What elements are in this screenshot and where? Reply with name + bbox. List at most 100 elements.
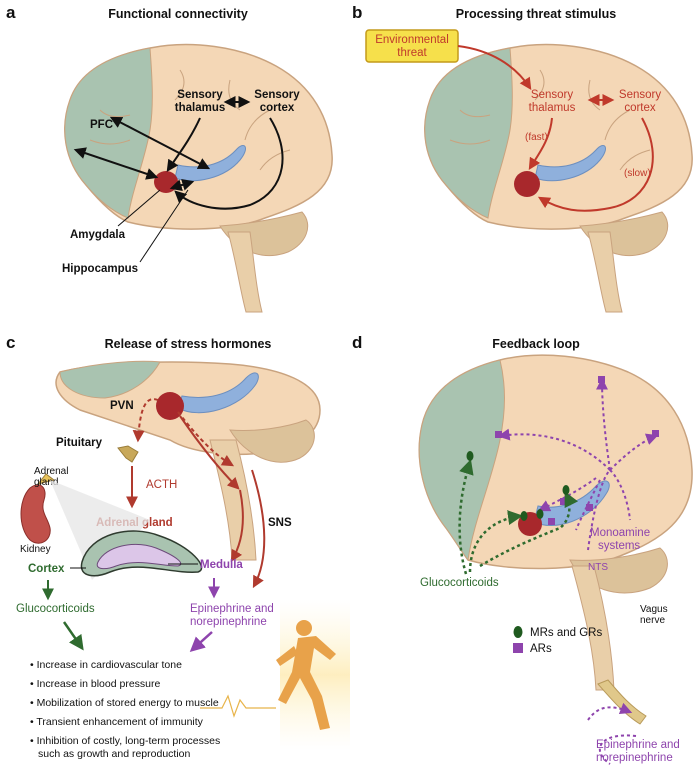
amygdala-shape-b (514, 171, 540, 197)
pvn-label: PVN (110, 400, 134, 412)
monoamine-to-hippocampus (575, 479, 601, 531)
mr-gr-marker (520, 511, 528, 521)
panel-a-letter: a (6, 3, 16, 22)
ar-marker (548, 518, 555, 525)
mr-gr-markers (466, 451, 570, 521)
sns-dashed-arrow-1 (177, 411, 235, 467)
amygdala-hippocampus-arrow (169, 179, 195, 191)
brain-b-illustration (424, 43, 693, 313)
zoom-callout (50, 480, 150, 580)
cortex-amygdala-arrow (174, 117, 284, 210)
environmental-threat-label-1: Environmental (375, 34, 449, 46)
amygdala-shape-c (156, 392, 184, 420)
threat-to-thalamus-arrow (457, 45, 532, 91)
panel-d-green-paths (458, 459, 579, 575)
kidney-label: Kidney (20, 544, 51, 555)
sns-arrow-1 (179, 415, 240, 490)
epinephrine-to-effects-arrow (189, 631, 213, 653)
panel-b-arrows (457, 45, 654, 212)
slow-path-arrow (537, 117, 654, 212)
effect-item-2: • Increase in blood pressure (30, 678, 160, 690)
d-epinephrine-label-2: norepinephrine (596, 752, 673, 764)
panel-d: d Feedback loop (352, 333, 693, 765)
panel-a-leader-lines (117, 189, 189, 263)
panel-a: a Functional connectivity PFC Sensory th… (6, 3, 333, 313)
legend-ars-label: ARs (530, 643, 552, 655)
legend-mr-gr-marker (513, 626, 523, 638)
monoamine-label-1: Monoamine (590, 527, 650, 539)
adrenal-gland-small-label-2: gland (34, 477, 58, 488)
glucocorticoids-to-amygdala (468, 510, 523, 573)
pfc-hippocampus-arrow (109, 116, 211, 170)
sns-to-medulla-arrow (251, 469, 266, 589)
effect-item-5-cont: such as growth and reproduction (38, 748, 191, 760)
environmental-threat-label-2: threat (397, 47, 427, 59)
panel-c-letter: c (6, 333, 15, 352)
panel-b-letter: b (352, 3, 362, 22)
kidney-illustration (20, 473, 56, 544)
legend-ar-marker (513, 643, 523, 653)
b-sensory-thalamus-label-2: thalamus (529, 102, 576, 114)
vagus-nerve-shape (597, 679, 647, 725)
sns-arrow-2 (230, 489, 244, 563)
medulla-label: Medulla (200, 559, 243, 571)
acth-label: ACTH (146, 479, 177, 491)
glucocorticoids-to-effects-arrow (62, 621, 84, 651)
mr-gr-marker (536, 509, 544, 519)
effect-item-3: • Mobilization of stored energy to muscl… (30, 697, 219, 709)
cortex-label: Cortex (28, 563, 65, 575)
amygdala-shape-a (154, 171, 178, 193)
ar-marker (586, 504, 593, 511)
effect-item-4: • Transient enhancement of immunity (30, 716, 204, 728)
ar-marker (598, 376, 605, 383)
monoamine-path-left (497, 428, 611, 471)
fast-label: (fast) (525, 132, 548, 143)
panel-d-title: Feedback loop (492, 337, 580, 351)
panel-d-legend: MRs and GRs ARs (513, 626, 602, 655)
amygdala-label: Amygdala (70, 229, 126, 241)
c-epinephrine-label-2: norepinephrine (190, 616, 267, 628)
panel-c: c Release of stress hormones PVN Pituita… (6, 333, 350, 760)
panel-b: b Processing threat stimulus Environment… (352, 3, 693, 313)
c-glucocorticoids-label: Glucocorticoids (16, 603, 95, 615)
pvn-to-pituitary-arrow (132, 398, 159, 443)
pituitary-shape (117, 445, 139, 463)
b-sensory-cortex-label-2: cortex (624, 102, 656, 114)
nts-label: NTS (588, 562, 608, 573)
sensory-thalamus-label-2: thalamus (175, 102, 226, 114)
pfc-amygdala-arrow (73, 147, 159, 180)
adrenal-gland-small-label-1: Adrenal (34, 466, 68, 477)
mr-gr-marker (562, 485, 570, 495)
effect-item-5: • Inhibition of costly, long-term proces… (30, 735, 220, 747)
fast-path-arrow (528, 117, 553, 171)
ar-marker (495, 431, 502, 438)
ar-marker (560, 498, 567, 505)
b-sensory-cortex-label-1: Sensory (619, 89, 661, 101)
sensory-thalamus-label-1: Sensory (177, 89, 223, 101)
d-epinephrine-label-1: Epinephrine and (596, 739, 680, 751)
sensory-cortex-label-2: cortex (260, 102, 295, 114)
panel-a-arrows (73, 96, 284, 210)
effects-list: • Increase in cardiovascular tone • Incr… (30, 659, 220, 760)
b-sensory-thalamus-label-1: Sensory (531, 89, 573, 101)
mr-gr-marker (466, 451, 474, 461)
periphery-loop-path (598, 734, 637, 765)
pituitary-label: Pituitary (56, 437, 103, 449)
periphery-to-vagus-arrow (587, 702, 633, 721)
glucocorticoids-to-pfc (458, 459, 474, 575)
ar-markers (495, 376, 659, 525)
brain-c-illustration (55, 360, 321, 561)
monoamine-path-up (587, 469, 611, 551)
sensory-cortex-label-1: Sensory (254, 89, 300, 101)
d-glucocorticoids-label: Glucocorticoids (420, 577, 499, 589)
hippocampus-label: Hippocampus (62, 263, 138, 275)
adrenal-cross-section (80, 530, 203, 577)
c-epinephrine-label-1: Epinephrine and (190, 603, 274, 615)
brain-d-illustration (418, 354, 693, 725)
vagus-label-1: Vagus (640, 604, 668, 615)
pfc-label: PFC (90, 119, 113, 131)
slow-label: (slow) (624, 168, 651, 179)
panel-c-red-arrows (126, 398, 266, 589)
ar-marker (652, 430, 659, 437)
panel-b-title: Processing threat stimulus (456, 7, 617, 21)
